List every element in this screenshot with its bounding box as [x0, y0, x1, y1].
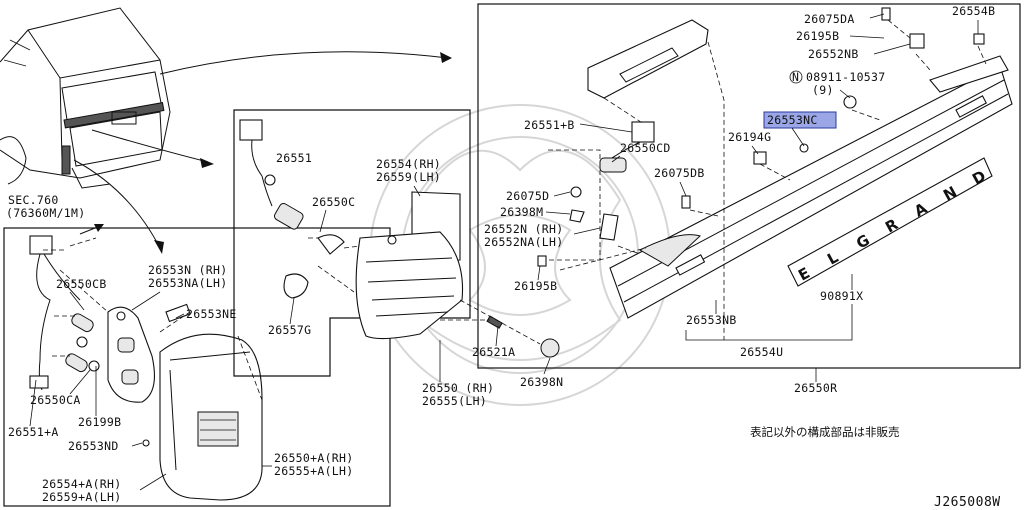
- label-26553NA-lh: 26553NA(LH): [148, 276, 227, 290]
- label-26550R: 26550R: [794, 381, 837, 395]
- label-26553NC[interactable]: 26553NC: [767, 113, 818, 127]
- label-26554B: 26554B: [952, 4, 995, 18]
- label-26551-plus-b: 26551+B: [524, 118, 575, 132]
- label-26551: 26551: [276, 151, 312, 165]
- label-26075DB: 26075DB: [654, 166, 705, 180]
- label-08911-qty: (9): [812, 83, 834, 97]
- label-26521A: 26521A: [472, 345, 515, 359]
- label-26075D: 26075D: [506, 189, 549, 203]
- label-26550CB: 26550CB: [56, 277, 107, 291]
- label-26557G: 26557G: [268, 323, 311, 337]
- lamp-assembly-panel: [233, 109, 471, 377]
- label-26554U: 26554U: [740, 345, 783, 359]
- label-26195B-top: 26195B: [796, 29, 839, 43]
- label-26199B: 26199B: [78, 415, 121, 429]
- label-26550C: 26550C: [312, 195, 355, 209]
- label-26554-plus-a-rh: 26554+A(RH): [42, 477, 121, 491]
- label-26553NB: 26553NB: [686, 313, 737, 327]
- label-08911-circle: N: [792, 70, 799, 84]
- label-26550-rh: 26550 (RH): [422, 381, 494, 395]
- label-26398M: 26398M: [500, 205, 543, 219]
- label-26554-rh: 26554(RH): [376, 157, 441, 171]
- label-08911-10537: 08911-10537: [806, 70, 885, 84]
- diagram-code: J265008W: [934, 495, 1001, 510]
- label-90891X: 90891X: [820, 289, 863, 303]
- label-26194G: 26194G: [728, 130, 771, 144]
- sec-ref-line2: (76360M/1M): [6, 206, 85, 220]
- label-26075DA: 26075DA: [804, 12, 855, 26]
- label-26552NB: 26552NB: [808, 47, 859, 61]
- label-26551-plus-a: 26551+A: [8, 425, 59, 439]
- label-26559-plus-a-lh: 26559+A(LH): [42, 490, 121, 504]
- label-26553ND: 26553ND: [68, 439, 119, 453]
- nut-symbol-icon: [789, 70, 803, 84]
- finisher-assembly-panel: [477, 3, 1021, 369]
- label-26550-plus-a-rh: 26550+A(RH): [274, 451, 353, 465]
- label-26552NA-lh: 26552NA(LH): [484, 235, 563, 249]
- label-26559-lh: 26559(LH): [376, 170, 441, 184]
- finisher-assembly-drawing: [537, 7, 1013, 319]
- label-26555-plus-a-lh: 26555+A(LH): [274, 464, 353, 478]
- label-26550CA: 26550CA: [30, 393, 81, 407]
- elgrand-emblem: [787, 157, 993, 287]
- lamp-assembly-drawing: [239, 119, 560, 358]
- label-26550CD: 26550CD: [620, 141, 671, 155]
- label-26398N: 26398N: [520, 375, 563, 389]
- note-not-sold-separately: 表記以外の構成部品は非販売: [750, 425, 900, 439]
- callout-arrows: [73, 51, 452, 254]
- vehicle-rear-view: [0, 7, 171, 189]
- label-26552N-rh: 26552N (RH): [484, 222, 563, 236]
- label-26195B-bottom: 26195B: [514, 279, 557, 293]
- label-26553NC-highlight[interactable]: [763, 111, 837, 129]
- lamp-assembly-a-panel: [3, 227, 391, 507]
- lamp-assembly-a-arrow: [79, 224, 104, 235]
- sec-ref-line1: SEC.760: [8, 193, 59, 207]
- lamp-assembly-a-drawing: [29, 235, 263, 501]
- label-26553NE: 26553NE: [186, 307, 237, 321]
- label-26555-lh: 26555(LH): [422, 394, 487, 408]
- label-26553N-rh: 26553N (RH): [148, 263, 227, 277]
